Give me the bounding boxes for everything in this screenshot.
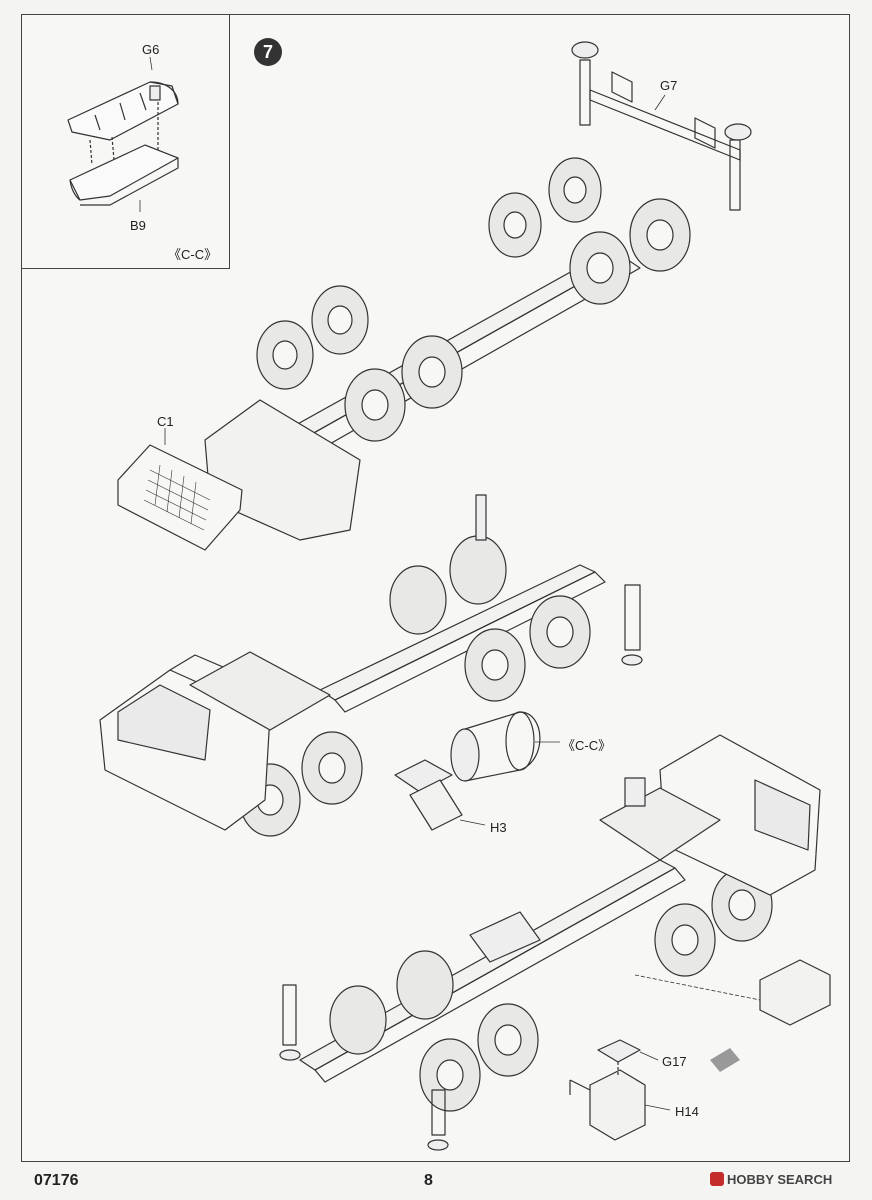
subassembly-tag: 《C-C》 — [168, 247, 218, 262]
watermark-logo-icon — [710, 1172, 724, 1186]
inset-fuel-tank-drawing — [67, 81, 179, 206]
subassembly-reference: 《C-C》 — [562, 738, 612, 753]
watermark-text: HOBBY SEARCH — [727, 1172, 833, 1187]
step-number-badge: 7 — [254, 38, 282, 66]
middle-truck-drawing — [99, 494, 643, 837]
part-label-g7: G7 — [660, 78, 678, 93]
top-chassis-drawing — [117, 41, 752, 551]
detail-inset-box — [21, 14, 230, 269]
part-label-g17: G17 — [662, 1054, 687, 1069]
part-label-g6: G6 — [142, 42, 160, 57]
part-label-h14: H14 — [675, 1104, 699, 1119]
page-number: 8 — [424, 1172, 433, 1189]
watermark: HOBBY SEARCH — [710, 1172, 832, 1187]
step-h3 — [394, 759, 463, 831]
product-code: 07176 — [34, 1172, 79, 1189]
bottom-truck-drawing — [279, 734, 831, 1151]
fuel-tank-subassembly — [450, 711, 541, 782]
part-label-b9: B9 — [130, 218, 146, 233]
part-label-h3: H3 — [490, 820, 507, 835]
part-label-c1: C1 — [157, 414, 174, 429]
